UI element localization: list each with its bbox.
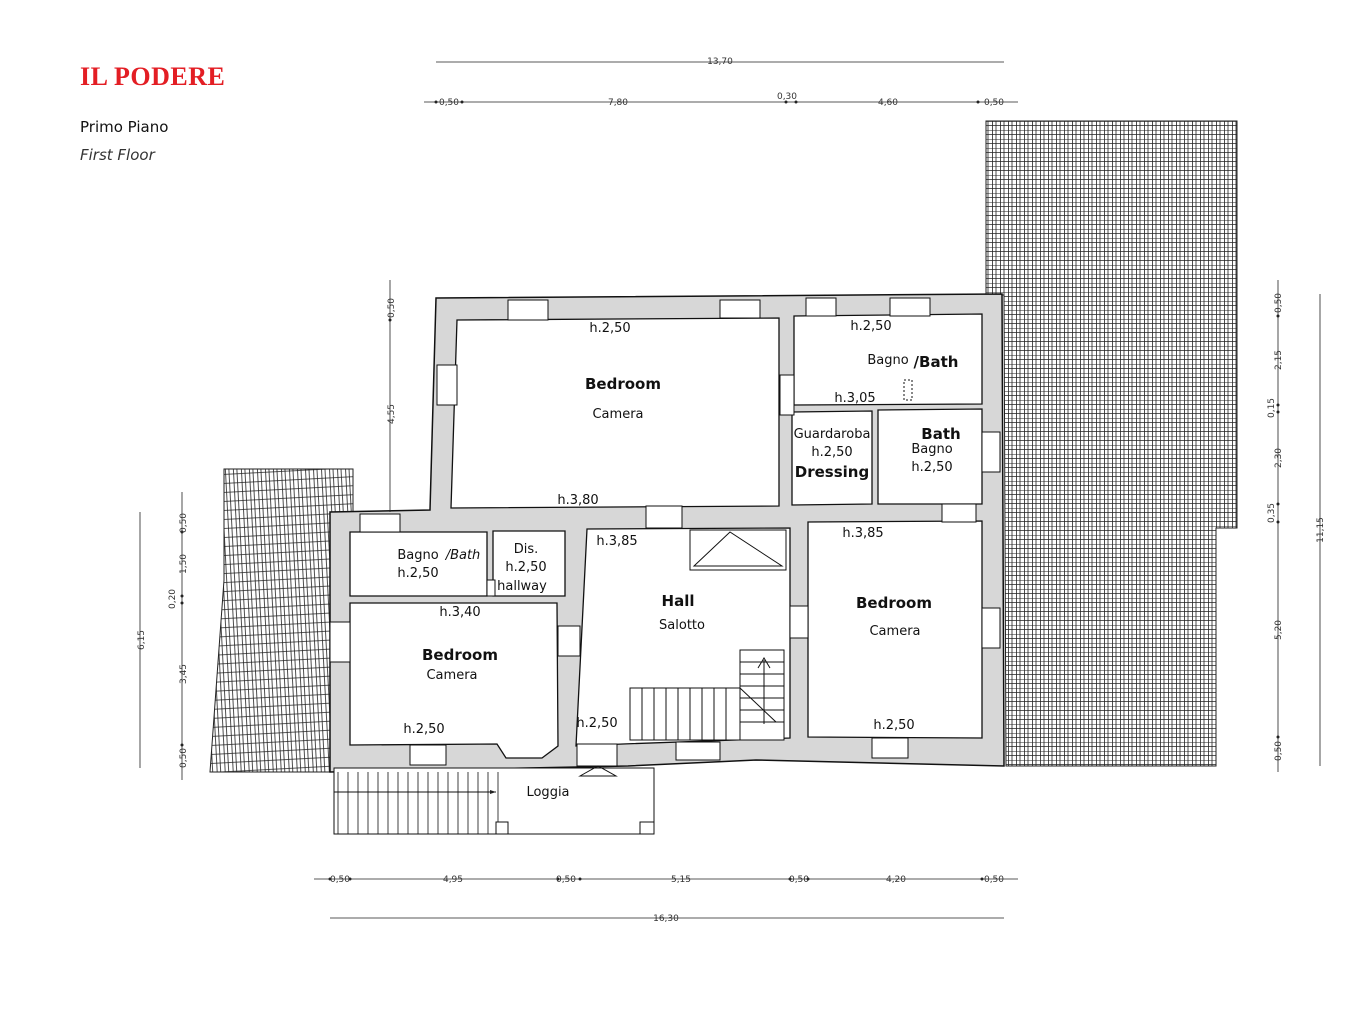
dims-right: 0,50 2,15 0,15 2,30 0,35 5,20 0,50 11,15 xyxy=(1267,293,1326,761)
dim-bottom-5: 4,20 xyxy=(886,875,906,885)
room-shapes xyxy=(349,313,983,759)
stair-void xyxy=(689,529,787,571)
dim-top-2: 0,30 xyxy=(777,92,797,102)
dim-left-4: 0,50 xyxy=(179,748,189,768)
bedroom-top-label-it: Camera xyxy=(592,407,643,422)
dis-label-en: hallway xyxy=(497,579,547,594)
bath-mid-label-en: Bath xyxy=(921,425,960,443)
loggia xyxy=(333,765,655,835)
floor-label-en: First Floor xyxy=(80,146,155,164)
bath-mid-height: h.2,50 xyxy=(911,460,952,475)
bedroom-top-label-en: Bedroom xyxy=(585,375,661,393)
bedroom-left-height-top: h.3,40 xyxy=(439,605,480,620)
dims-bottom: 0,50 4,95 0,50 5,15 0,50 4,20 0,50 16,30 xyxy=(330,875,1004,924)
dim-right-0: 0,50 xyxy=(1274,293,1284,313)
dim-top-3: 4,60 xyxy=(878,98,898,108)
bath-fixture xyxy=(903,379,913,401)
dim-right-5: 5,20 xyxy=(1274,620,1284,640)
dim-bottom-1: 4,95 xyxy=(443,875,463,885)
room-bath-mid xyxy=(877,408,983,505)
floor-label-it: Primo Piano xyxy=(80,118,169,136)
bath-left-label-en: /Bath xyxy=(445,548,481,563)
dim-left-upper-0: 0,50 xyxy=(387,298,397,318)
bath-mid-label-it: Bagno xyxy=(911,442,952,457)
dimension-ticks xyxy=(180,100,1280,881)
plan-title: IL PODERE xyxy=(80,62,226,91)
bedroom-top-height-bottom: h.3,80 xyxy=(557,493,598,508)
bedroom-top-height-top: h.2,50 xyxy=(589,321,630,336)
dims-left: 0,50 4,55 0,50 1,50 0,20 3,45 0,50 6,15 xyxy=(137,298,397,768)
dim-right-4: 0,35 xyxy=(1267,503,1277,523)
dim-top-4: 0,50 xyxy=(984,98,1004,108)
dim-right-1: 2,15 xyxy=(1274,350,1284,370)
dim-left-0: 0,50 xyxy=(179,513,189,533)
bedroom-right-label-en: Bedroom xyxy=(856,594,932,612)
dims-top: 13,70 0,50 7,80 0,30 4,60 0,50 xyxy=(439,57,1004,108)
dim-left-total: 6,15 xyxy=(137,630,147,650)
dim-bottom-4: 0,50 xyxy=(789,875,809,885)
room-bedroom-left xyxy=(349,602,559,759)
dim-top-total: 13,70 xyxy=(707,57,733,67)
dim-bottom-total: 16,30 xyxy=(653,914,679,924)
hall-height-bottom: h.2,50 xyxy=(576,716,617,731)
room-bedroom-top xyxy=(450,317,780,509)
room-bath-left xyxy=(349,531,488,597)
room-dis xyxy=(492,530,566,597)
dressing-height: h.2,50 xyxy=(811,445,852,460)
dressing-label-it: Guardaroba xyxy=(794,427,871,442)
bath-top-height-bottom: h.3,05 xyxy=(834,391,875,406)
dim-right-total: 11,15 xyxy=(1316,517,1326,543)
hall-label-en: Hall xyxy=(662,592,695,610)
dim-bottom-3: 5,15 xyxy=(671,875,691,885)
dim-left-3: 3,45 xyxy=(179,664,189,684)
room-dressing xyxy=(791,410,873,506)
dim-top-1: 7,80 xyxy=(608,98,628,108)
bedroom-right-height-top: h.3,85 xyxy=(842,526,883,541)
bath-top-label-it: Bagno xyxy=(867,353,908,368)
openings xyxy=(329,297,1001,767)
room-bedroom-right xyxy=(807,520,983,739)
dis-label-it: Dis. xyxy=(514,542,539,557)
bath-left-label-it: Bagno xyxy=(397,548,438,563)
roof-tiles-right xyxy=(985,120,1238,767)
room-labels: h.2,50 Bedroom Camera h.3,80 h.2,50 Bagn… xyxy=(397,319,960,800)
dim-bottom-0: 0,50 xyxy=(330,875,350,885)
dis-height: h.2,50 xyxy=(505,560,546,575)
hall-label-it: Salotto xyxy=(659,618,705,633)
dressing-label-en: Dressing xyxy=(795,463,869,481)
dim-right-2: 0,15 xyxy=(1267,398,1277,418)
bedroom-right-height-bottom: h.2,50 xyxy=(873,718,914,733)
dim-left-2: 0,20 xyxy=(168,589,178,609)
dim-right-3: 2,30 xyxy=(1274,448,1284,468)
bedroom-left-label-it: Camera xyxy=(426,668,477,683)
bedroom-left-label-en: Bedroom xyxy=(422,646,498,664)
loggia-label: Loggia xyxy=(526,785,569,800)
bedroom-left-height-bottom: h.2,50 xyxy=(403,722,444,737)
dim-left-upper-1: 4,55 xyxy=(387,404,397,424)
dim-left-1: 1,50 xyxy=(179,554,189,574)
dim-right-6: 0,50 xyxy=(1274,741,1284,761)
staircase xyxy=(629,649,785,741)
bedroom-right-label-it: Camera xyxy=(869,624,920,639)
dim-bottom-6: 0,50 xyxy=(984,875,1004,885)
dim-top-0: 0,50 xyxy=(439,98,459,108)
bath-top-label-en: /Bath xyxy=(914,353,959,371)
dim-bottom-2: 0,50 xyxy=(556,875,576,885)
bath-top-height-top: h.2,50 xyxy=(850,319,891,334)
hall-height-top: h.3,85 xyxy=(596,534,637,549)
bath-left-height: h.2,50 xyxy=(397,566,438,581)
